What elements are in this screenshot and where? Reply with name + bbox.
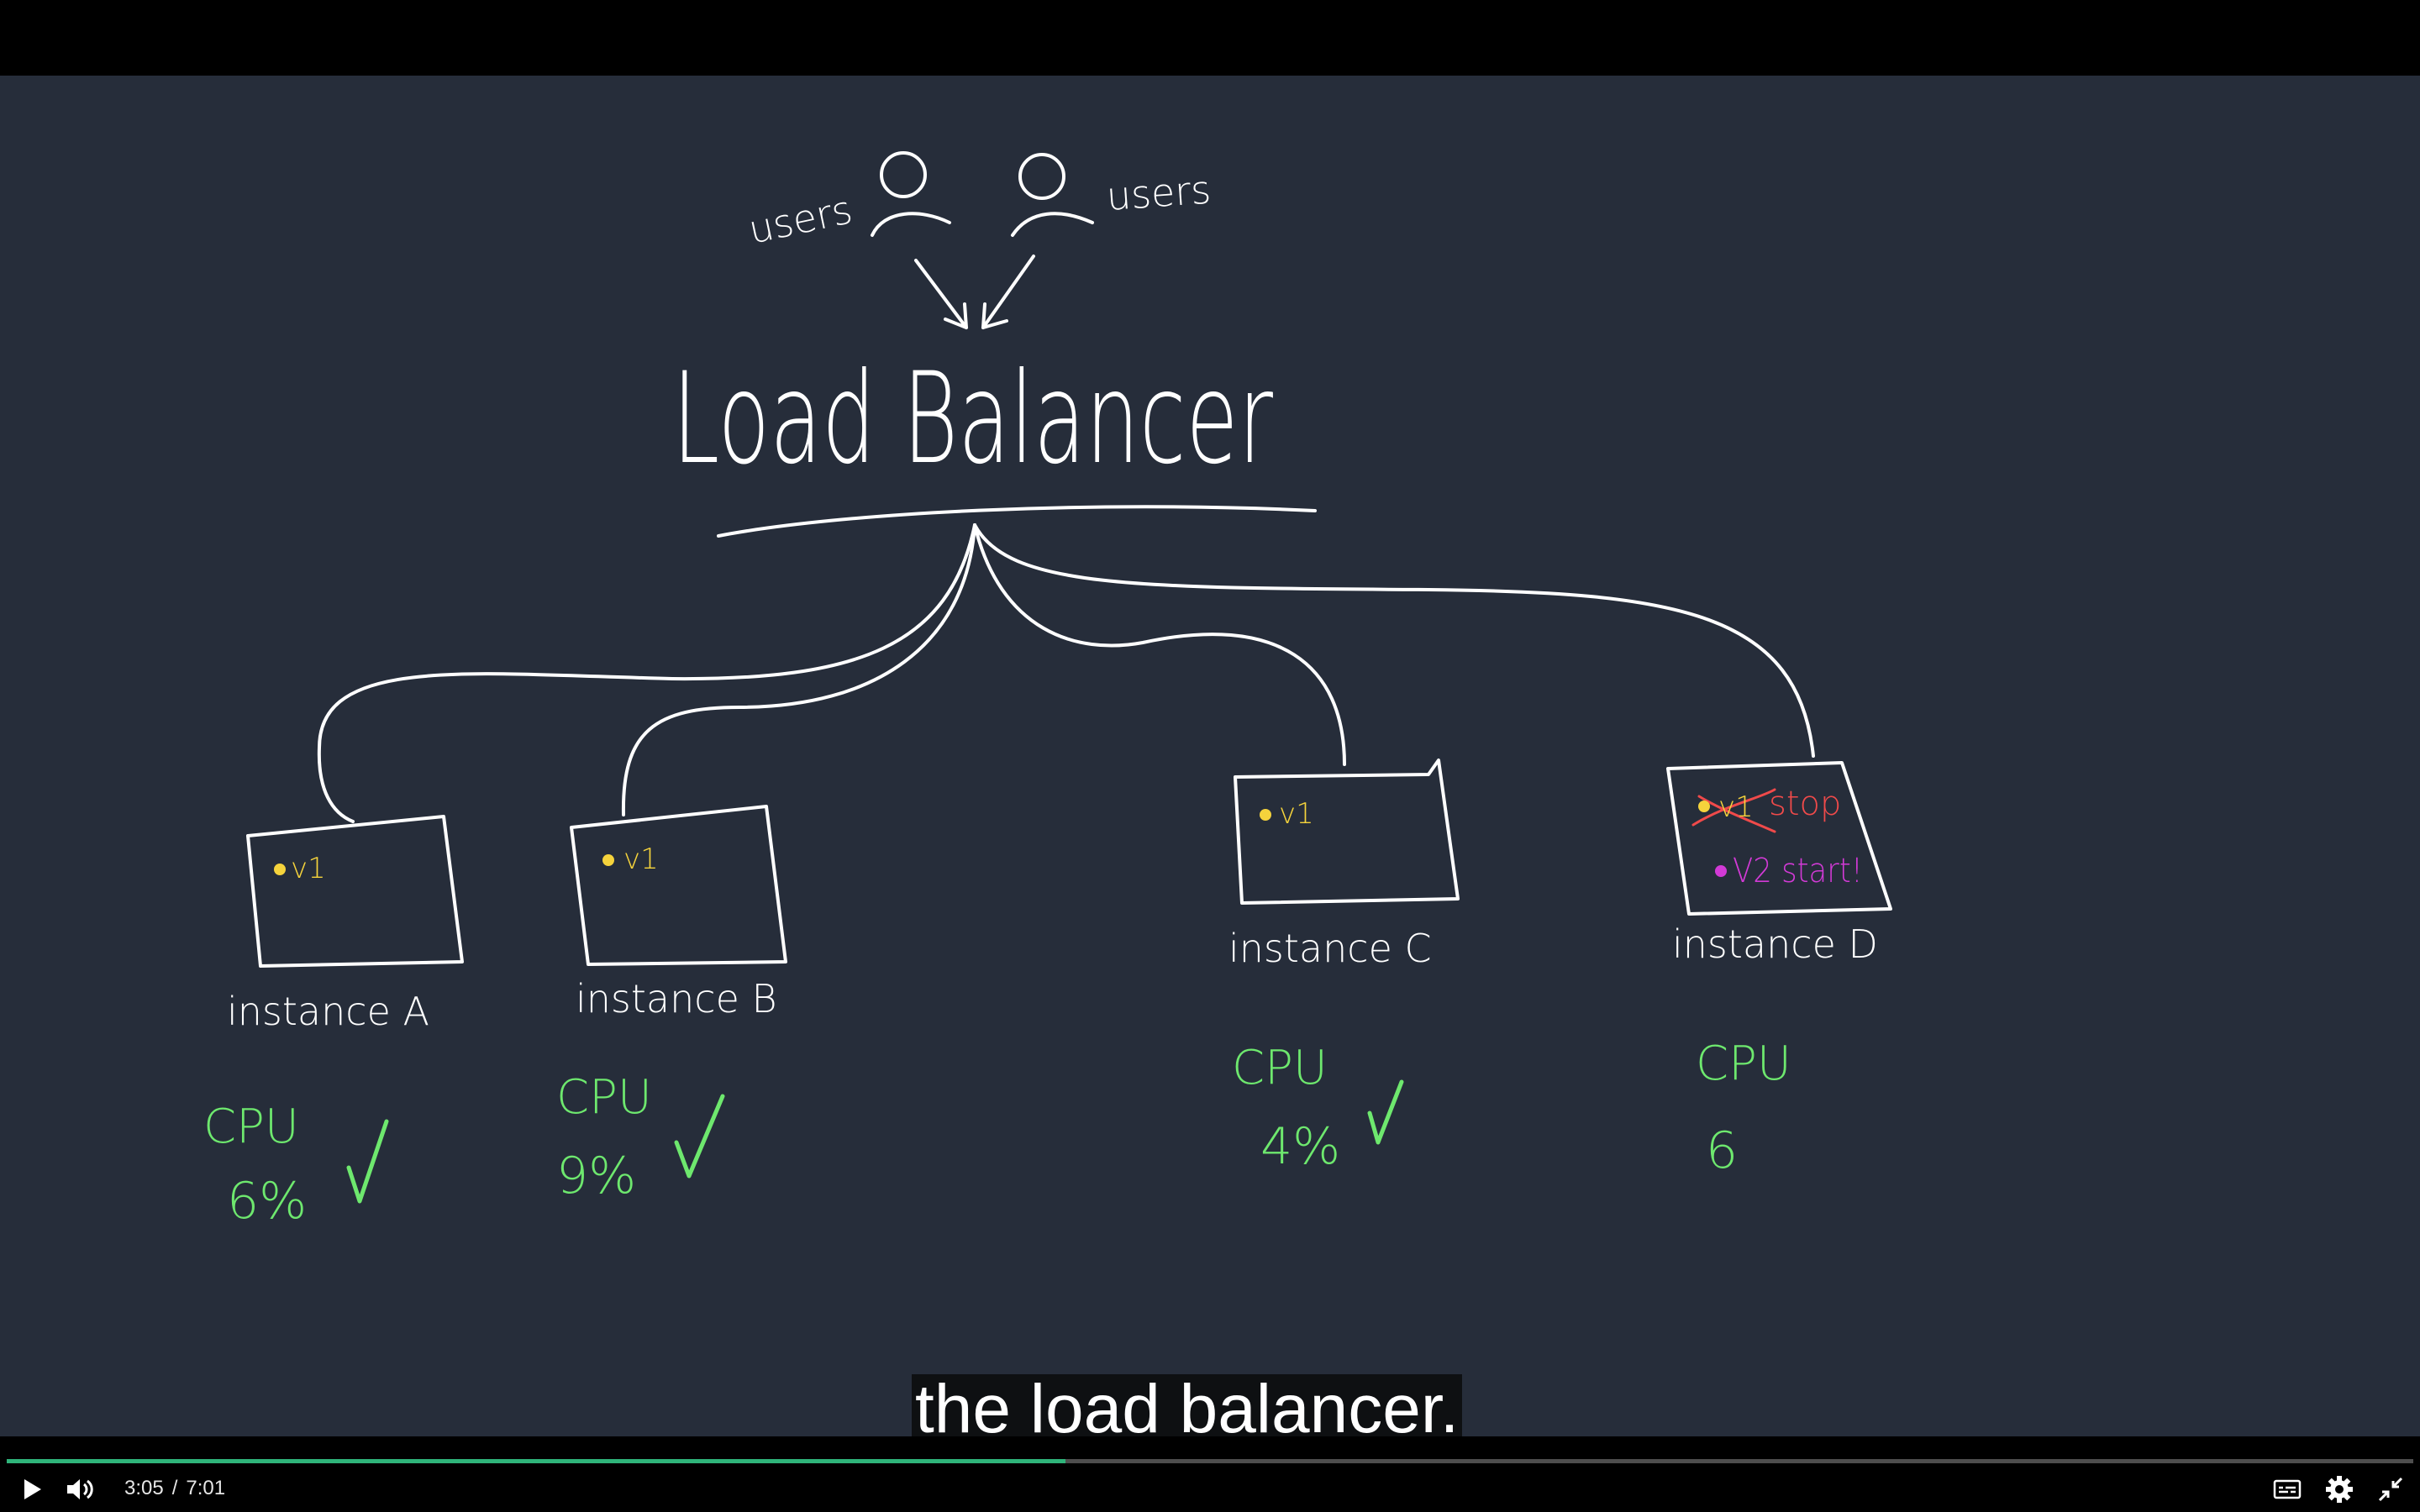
instance-d-cpu-label: CPU — [1696, 1037, 1791, 1091]
bullet-d-old — [1698, 801, 1710, 812]
instance-a-label: instance A — [227, 989, 429, 1034]
video-frame[interactable] — [0, 76, 2420, 1436]
time-separator: / — [171, 1477, 178, 1499]
instance-d-label: instance D — [1672, 921, 1878, 967]
time-display: 3:05 / 7:01 — [124, 1476, 225, 1501]
instance-c-box — [1234, 759, 1460, 905]
progress-bar[interactable] — [7, 1459, 2413, 1463]
instance-a-cpu-value: 6% — [227, 1172, 307, 1231]
strike-v1-icon — [1691, 788, 1776, 833]
users-left-label: users — [744, 186, 856, 253]
captions-icon — [2273, 1479, 2302, 1499]
user-left-icon — [871, 151, 951, 237]
exit-fullscreen-icon — [2378, 1477, 2403, 1502]
instance-b-label: instance B — [576, 976, 777, 1021]
subtitle-caption: the load balancer. — [912, 1374, 1463, 1445]
instance-c-cpu-label: CPU — [1232, 1041, 1328, 1095]
title-underline — [717, 505, 1317, 538]
arrow-left-icon — [914, 259, 968, 329]
bullet-b — [602, 854, 614, 866]
instance-d-cpu-value: 6 — [1706, 1121, 1738, 1180]
instance-c-label: instance C — [1228, 926, 1432, 971]
player-controls — [0, 1436, 2420, 1512]
bullet-a — [274, 864, 286, 875]
instance-b-cpu-label: CPU — [556, 1070, 652, 1125]
instance-d-box — [1666, 761, 1892, 916]
arrow-right-icon — [981, 255, 1035, 329]
instance-b-box — [570, 805, 787, 966]
captions-button[interactable] — [2270, 1474, 2304, 1504]
duration: 7:01 — [186, 1477, 226, 1499]
instance-c-version: v1 — [1279, 797, 1314, 831]
progress-bar-fill — [7, 1459, 1066, 1463]
user-right-icon — [1011, 153, 1094, 237]
instance-d-old-version: v1 — [1718, 790, 1754, 824]
load-balancer-title: Load Balancer — [672, 346, 1273, 492]
current-time: 3:05 — [124, 1477, 164, 1499]
connection-lines — [317, 523, 1815, 823]
check-a-icon — [346, 1119, 389, 1204]
check-b-icon — [674, 1094, 725, 1179]
play-button[interactable] — [17, 1474, 47, 1504]
instance-a-version: v1 — [291, 852, 326, 885]
play-icon — [24, 1479, 41, 1499]
instance-b-version: v1 — [623, 843, 659, 876]
instance-a-box — [246, 815, 464, 968]
volume-icon — [67, 1479, 93, 1499]
volume-button[interactable] — [62, 1474, 99, 1504]
bullet-d-new — [1715, 865, 1727, 877]
bullet-c — [1260, 809, 1271, 821]
instance-d-new-version: V2 start! — [1733, 852, 1863, 890]
instance-a-cpu-label: CPU — [203, 1100, 299, 1154]
instance-c-cpu-value: 4% — [1260, 1117, 1340, 1176]
check-c-icon — [1367, 1079, 1404, 1145]
top-letterbox — [0, 0, 2420, 76]
users-right-label: users — [1105, 166, 1213, 219]
instance-d-stop-note: stop — [1769, 785, 1841, 823]
whiteboard-drawing: users users Load Balancer v1 instance A … — [203, 151, 1892, 1231]
settings-icon — [2326, 1476, 2353, 1503]
settings-button[interactable] — [2323, 1473, 2356, 1506]
exit-fullscreen-button[interactable] — [2375, 1474, 2407, 1504]
instance-b-cpu-value: 9% — [556, 1147, 636, 1205]
